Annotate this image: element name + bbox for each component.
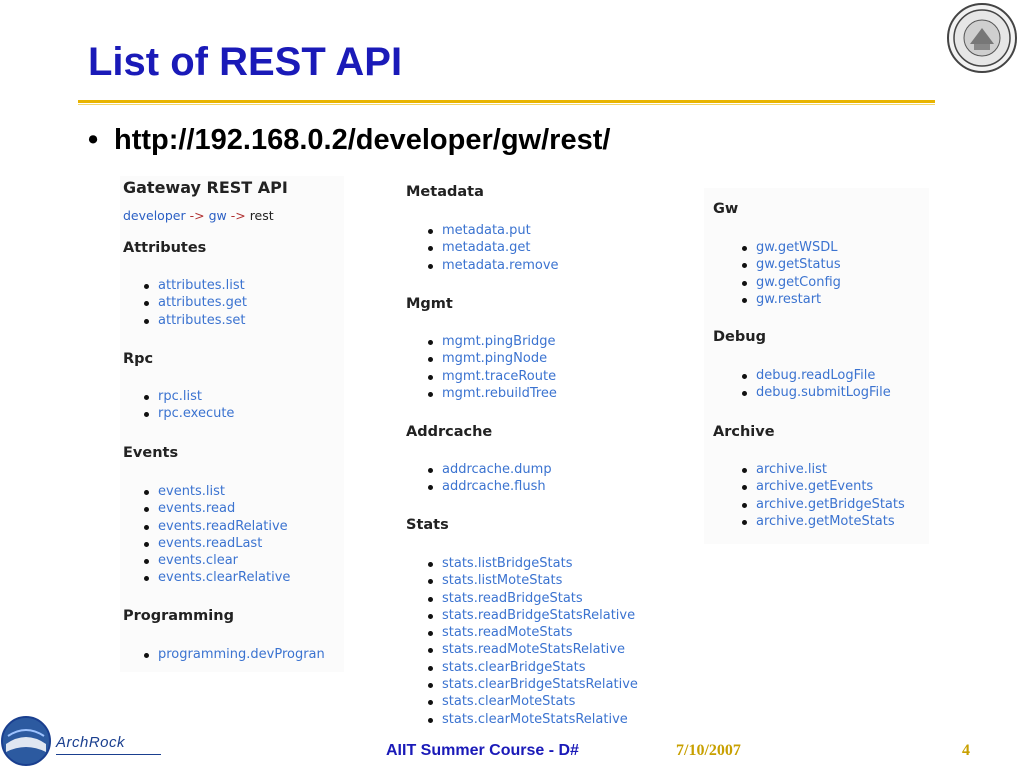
- section-metadata: Metadata: [406, 184, 484, 200]
- bullet-mark: •: [88, 124, 99, 156]
- api-link[interactable]: gw.getWSDL: [714, 239, 841, 256]
- debug-list: debug.readLogFile debug.submitLogFile: [714, 367, 891, 402]
- api-link[interactable]: addrcache.dump: [400, 461, 552, 478]
- title-rule: [78, 100, 935, 103]
- api-link[interactable]: attributes.list: [120, 277, 247, 294]
- api-link[interactable]: stats.listMoteStats: [400, 572, 638, 589]
- api-link[interactable]: stats.readMoteStatsRelative: [400, 641, 638, 658]
- section-rpc: Rpc: [123, 351, 154, 367]
- university-seal-icon: [947, 3, 1017, 73]
- mgmt-list: mgmt.pingBridge mgmt.pingNode mgmt.trace…: [400, 333, 557, 402]
- api-link[interactable]: attributes.get: [120, 294, 247, 311]
- crumb-arrow: ->: [230, 208, 246, 223]
- page-number: 4: [962, 742, 970, 759]
- crumb-current: rest: [249, 208, 274, 223]
- api-link[interactable]: stats.clearBridgeStatsRelative: [400, 676, 638, 693]
- api-link[interactable]: stats.clearMoteStatsRelative: [400, 711, 638, 728]
- api-link[interactable]: events.clearRelative: [120, 569, 290, 586]
- attributes-list: attributes.list attributes.get attribute…: [120, 277, 247, 329]
- section-addrcache: Addrcache: [406, 424, 493, 440]
- gw-list: gw.getWSDL gw.getStatus gw.getConfig gw.…: [714, 239, 841, 308]
- api-link[interactable]: addrcache.flush: [400, 478, 552, 495]
- api-link[interactable]: rpc.list: [120, 388, 234, 405]
- api-link[interactable]: debug.submitLogFile: [714, 384, 891, 401]
- api-link[interactable]: metadata.remove: [400, 257, 559, 274]
- api-link[interactable]: events.read: [120, 500, 290, 517]
- title-rule-shadow: [78, 104, 935, 105]
- footer-course: AIIT Summer Course - D#: [386, 742, 579, 759]
- section-debug: Debug: [713, 329, 766, 345]
- crumb-developer-link[interactable]: developer: [123, 208, 186, 223]
- programming-list: programming.devProgran: [120, 646, 325, 663]
- archrock-logo-text: ArchRock: [56, 734, 126, 751]
- api-link[interactable]: gw.getStatus: [714, 256, 841, 273]
- api-link[interactable]: metadata.put: [400, 222, 559, 239]
- addrcache-list: addrcache.dump addrcache.flush: [400, 461, 552, 496]
- api-link[interactable]: programming.devProgran: [120, 646, 325, 663]
- api-link[interactable]: stats.clearBridgeStats: [400, 659, 638, 676]
- api-link[interactable]: mgmt.rebuildTree: [400, 385, 557, 402]
- archive-list: archive.list archive.getEvents archive.g…: [714, 461, 905, 530]
- api-link[interactable]: gw.getConfig: [714, 274, 841, 291]
- screenshot-panel-middle: Metadata metadata.put metadata.get metad…: [398, 176, 670, 731]
- api-link[interactable]: events.list: [120, 483, 290, 500]
- api-link[interactable]: mgmt.traceRoute: [400, 368, 557, 385]
- screenshot-panel-right: Gw gw.getWSDL gw.getStatus gw.getConfig …: [704, 188, 929, 544]
- api-link[interactable]: rpc.execute: [120, 405, 234, 422]
- api-link[interactable]: stats.listBridgeStats: [400, 555, 638, 572]
- api-link[interactable]: attributes.set: [120, 312, 247, 329]
- api-link[interactable]: stats.clearMoteStats: [400, 693, 638, 710]
- section-attributes: Attributes: [123, 240, 207, 256]
- api-link[interactable]: archive.getEvents: [714, 478, 905, 495]
- breadcrumb: developer -> gw -> rest: [123, 208, 274, 223]
- screenshot-panel-left: Gateway REST API developer -> gw -> rest…: [120, 176, 344, 672]
- archrock-logo-icon: [1, 716, 51, 766]
- api-link[interactable]: stats.readMoteStats: [400, 624, 638, 641]
- api-link[interactable]: stats.readBridgeStats: [400, 590, 638, 607]
- crumb-arrow: ->: [189, 208, 205, 223]
- stats-list: stats.listBridgeStats stats.listMoteStat…: [400, 555, 638, 728]
- api-link[interactable]: mgmt.pingBridge: [400, 333, 557, 350]
- api-link[interactable]: archive.list: [714, 461, 905, 478]
- api-link[interactable]: gw.restart: [714, 291, 841, 308]
- gateway-heading: Gateway REST API: [123, 178, 288, 197]
- section-gw: Gw: [713, 201, 739, 217]
- section-archive: Archive: [713, 424, 775, 440]
- api-link[interactable]: metadata.get: [400, 239, 559, 256]
- footer-date: 7/10/2007: [676, 742, 741, 759]
- section-mgmt: Mgmt: [406, 296, 453, 312]
- api-link[interactable]: stats.readBridgeStatsRelative: [400, 607, 638, 624]
- logo-underline: [56, 754, 161, 755]
- section-stats: Stats: [406, 517, 449, 533]
- api-link[interactable]: debug.readLogFile: [714, 367, 891, 384]
- api-link[interactable]: events.clear: [120, 552, 290, 569]
- section-events: Events: [123, 445, 179, 461]
- events-list: events.list events.read events.readRelat…: [120, 483, 290, 587]
- section-programming: Programming: [123, 608, 234, 624]
- slide-title: List of REST API: [88, 40, 403, 84]
- api-url[interactable]: http://192.168.0.2/developer/gw/rest/: [114, 124, 611, 156]
- api-link[interactable]: events.readLast: [120, 535, 290, 552]
- api-link[interactable]: archive.getBridgeStats: [714, 496, 905, 513]
- metadata-list: metadata.put metadata.get metadata.remov…: [400, 222, 559, 274]
- rpc-list: rpc.list rpc.execute: [120, 388, 234, 423]
- api-link[interactable]: events.readRelative: [120, 518, 290, 535]
- url-bullet: • http://192.168.0.2/developer/gw/rest/: [88, 124, 610, 157]
- crumb-gw-link[interactable]: gw: [208, 208, 227, 223]
- api-link[interactable]: mgmt.pingNode: [400, 350, 557, 367]
- api-link[interactable]: archive.getMoteStats: [714, 513, 905, 530]
